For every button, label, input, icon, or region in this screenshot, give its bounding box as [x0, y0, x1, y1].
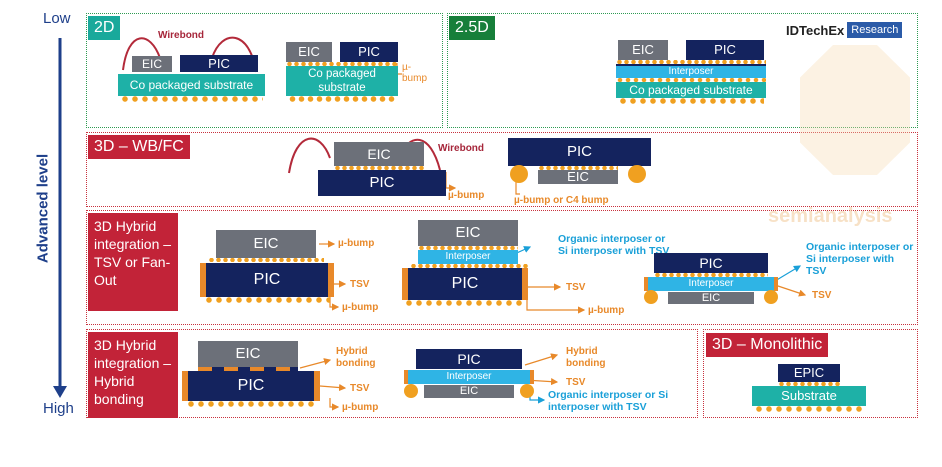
hb-a-balls: [186, 401, 316, 407]
section-3d-wbfc-tag: 3D – WB/FC: [88, 135, 190, 159]
brand-name: IDTechEx: [786, 22, 845, 38]
3dwb-ubump-label: µ-bump: [448, 190, 485, 201]
3dwb-pic2-chip: PIC: [508, 138, 651, 166]
hb-b-hybrid-label: Hybrid bonding: [566, 346, 606, 369]
tsv-b-ubumps: [418, 246, 518, 250]
2d-substrate2: Co packaged substrate: [286, 66, 398, 96]
section-2d-tag: 2D: [88, 16, 121, 40]
hb-b-tsv-label: TSV: [566, 377, 586, 388]
hb-b-ball-left: [404, 384, 418, 398]
section-25d-box: [447, 13, 918, 128]
tsv-a-ubumps: [208, 258, 324, 262]
tsv-c-ball-right: [764, 290, 778, 304]
tsv-c-eic-chip: EIC: [668, 292, 754, 304]
3dwb-ubumps: [334, 166, 424, 170]
tsv-a-bumps: [204, 297, 330, 303]
tsv-b-organic-label: Organic interposer or Si interposer with…: [558, 233, 670, 257]
2d-substrate2-balls: [288, 96, 396, 102]
hb-b-ball-right: [520, 384, 534, 398]
tsv-c-ubumps: [654, 273, 768, 277]
tsv-c-tsv-label: TSV: [812, 290, 832, 301]
brand-tag: Research: [847, 22, 903, 38]
3dwb-eic2-bumps: [538, 166, 618, 170]
section-25d-tag: 2.5D: [449, 16, 495, 40]
3dwb-pic-chip: PIC: [318, 170, 446, 196]
2d-wirebond-label: Wirebond: [158, 30, 205, 41]
tsv-b-interposer: Interposer: [418, 250, 518, 264]
tsv-b-eic-chip: EIC: [418, 220, 518, 246]
2d-eic2-chip: EIC: [286, 42, 332, 62]
3dwb-wirebond-label: Wirebond: [438, 143, 485, 154]
mono-epic-chip: EPIC: [778, 364, 840, 382]
2d-substrate: Co packaged substrate: [118, 74, 265, 96]
hb-b-pic-chip: PIC: [416, 349, 522, 369]
hb-b-eic-chip: EIC: [424, 385, 514, 398]
25d-pic-chip: PIC: [686, 40, 764, 60]
tsv-b-tsv-label: TSV: [566, 282, 586, 293]
axis-high-label: High: [43, 400, 74, 417]
2d-substrate-balls: [120, 96, 263, 102]
25d-substrate-balls: [618, 98, 764, 104]
tsv-c-interposer: Interposer: [644, 277, 778, 291]
25d-interposer: Interposer: [616, 64, 766, 78]
3dwb-c4-left: [510, 165, 528, 183]
3dwb-eic-chip: EIC: [334, 142, 424, 166]
hb-b-interposer: Interposer: [404, 370, 534, 384]
mono-bumps: [778, 382, 840, 386]
tsv-b-bumps: [410, 264, 528, 268]
hb-b-organic-label: Organic interposer or Si interposer with…: [548, 389, 669, 413]
axis-low-label: Low: [43, 10, 71, 27]
2d-pic-chip: PIC: [180, 55, 258, 72]
mono-substrate: Substrate: [752, 386, 866, 406]
tsv-a-eic-chip: EIC: [216, 230, 316, 258]
25d-eic-chip: EIC: [618, 40, 668, 60]
brand-logo: IDTechEx Research: [786, 20, 903, 40]
tsv-b-ubump-label: µ-bump: [588, 305, 625, 316]
watermark-text: semianalysis: [768, 205, 893, 227]
section-3d-hybrid-tag: 3D Hybrid integration – Hybrid bonding: [88, 332, 178, 418]
tsv-c-pic-chip: PIC: [654, 253, 768, 273]
mono-balls: [754, 406, 864, 412]
25d-ubumps: [616, 60, 766, 64]
tsv-c-ball-left: [644, 290, 658, 304]
hb-a-eic-chip: EIC: [198, 341, 298, 367]
tsv-b-pic-chip: PIC: [402, 268, 528, 300]
section-3d-monolithic-tag: 3D – Monolithic: [706, 333, 829, 357]
section-3d-hybrid-box: [86, 329, 698, 418]
section-3d-tsv-box: [86, 210, 918, 325]
3dwb-eic2-chip: EIC: [538, 170, 618, 184]
hb-a-pic-chip: PIC: [182, 371, 320, 401]
2d-pic2-chip: PIC: [340, 42, 398, 62]
tsv-a-tsv-label: TSV: [350, 279, 370, 290]
2d-eic-chip: EIC: [132, 56, 172, 72]
section-2d-box: [86, 13, 443, 128]
2d-ubumps: [286, 62, 398, 66]
tsv-c-organic-label: Organic interposer or Si interposer with…: [806, 241, 914, 277]
hb-a-ubump-label: µ-bump: [342, 402, 379, 413]
hb-a-bonds: [198, 367, 298, 371]
3dwb-c4-label: µ-bump or C4 bump: [514, 195, 609, 206]
hb-a-tsv-label: TSV: [350, 383, 370, 394]
section-3d-wbfc-box: [86, 132, 918, 207]
watermark-badge: [800, 45, 910, 175]
tsv-a-pic-chip: PIC: [200, 263, 334, 297]
tsv-b-balls: [404, 300, 526, 306]
25d-substrate: Co packaged substrate: [616, 82, 766, 98]
3dwb-c4-right: [628, 165, 646, 183]
section-3d-monolithic-box: [703, 329, 918, 418]
tsv-a-ubump-top-label: µ-bump: [338, 238, 375, 249]
section-3d-tsv-tag: 3D Hybrid integration – TSV or Fan-Out: [88, 213, 178, 311]
2d-ubump-label: µ-bump: [402, 62, 428, 84]
tsv-a-ubump-bot-label: µ-bump: [342, 302, 379, 313]
25d-bumps: [616, 78, 766, 82]
hb-a-hybrid-label: Hybrid bonding: [336, 346, 376, 369]
